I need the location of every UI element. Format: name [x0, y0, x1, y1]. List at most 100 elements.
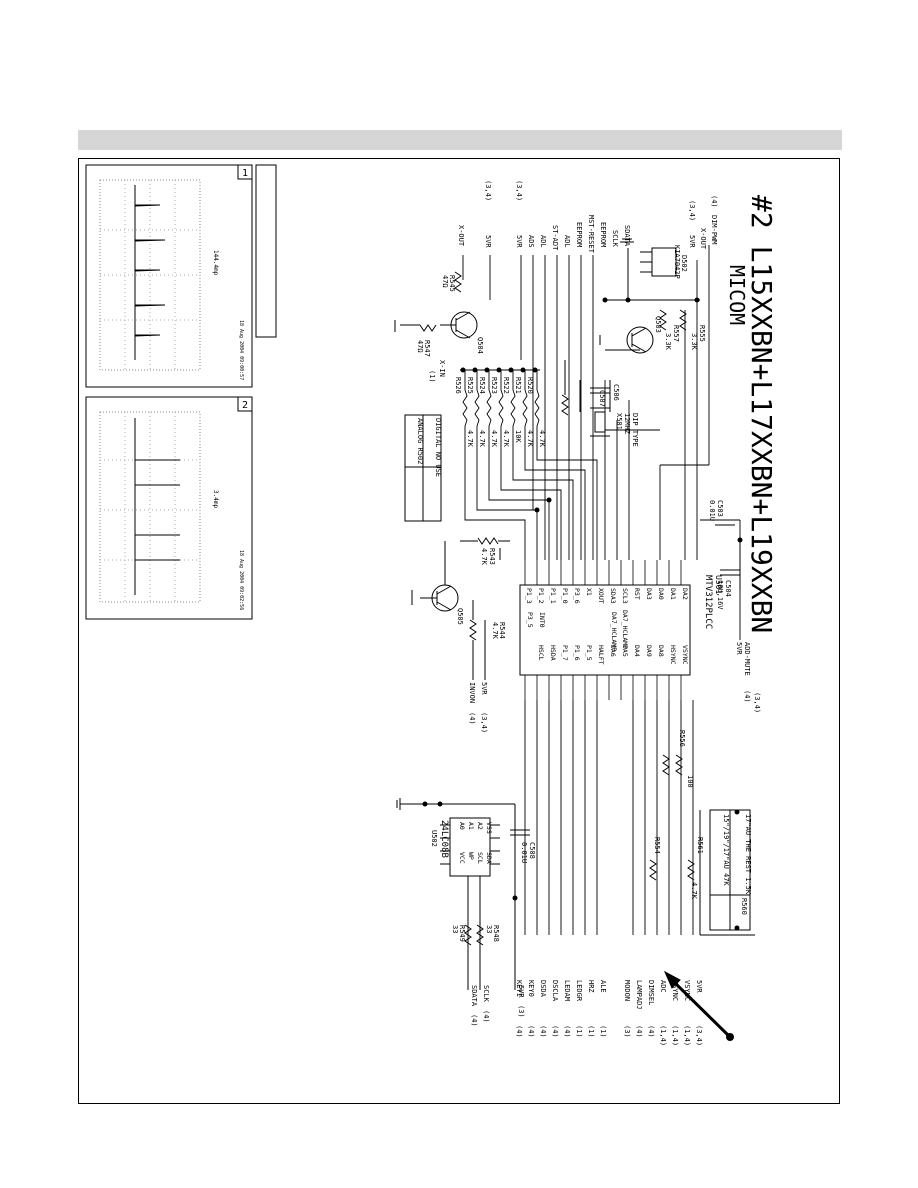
right-signal-6: MODON: [623, 980, 631, 1001]
mcu-pin-r5: DA5: [621, 645, 629, 657]
scope1-footer: 18 Aug 2004 09:00:57: [238, 320, 244, 380]
comp-c504-val: 10U,16V: [716, 580, 724, 610]
comp-q505: Q505: [456, 608, 464, 625]
comp-r549: R549: [458, 925, 466, 942]
res-array-3: R523: [490, 377, 498, 394]
scope1-badge: 1: [242, 168, 248, 179]
bottom-signal-6: ADD-MUTE: [743, 642, 751, 676]
right-signal-5-ref: (4): [635, 1025, 643, 1038]
q503-transistor: [626, 326, 654, 354]
mcu-pin-l1: DA1: [669, 588, 677, 600]
scope2-footer: 18 Aug 2004 09:02:56: [238, 550, 244, 610]
mcu-pin-r2: DA8: [657, 645, 665, 657]
crystal-type: DIP TYPE: [631, 413, 639, 447]
bottom-signal-3-ref: (1): [428, 370, 436, 383]
mcu-pin-r7: HALFT: [597, 645, 605, 665]
left-signal-8: MST-RESET: [587, 215, 595, 254]
mcu-part: MTV312PLCC: [703, 575, 713, 629]
comp-c508-val: 0.01U: [520, 842, 528, 863]
q504-transistor: [440, 311, 478, 339]
mcu-u501-body: [519, 584, 691, 676]
right-signal-3-ref: (1,4): [659, 1025, 667, 1046]
right-signal-6-ref: (3): [623, 1025, 631, 1038]
right-signal-7: ALE: [599, 980, 607, 993]
top-signal-0-ref: (4): [710, 195, 718, 208]
digital-table-row1: ANALOG R502: [416, 418, 424, 464]
res-array-3-val: 4.7K: [502, 430, 510, 448]
res-array-2-val: 4.7K: [490, 430, 498, 448]
right-signal-14-ref: (4): [515, 1025, 523, 1038]
mcu-pin-l4: RST: [633, 588, 641, 600]
left-signal-11: SDATA: [623, 225, 631, 247]
eeprom-pin-l1: A1: [467, 822, 475, 830]
mcu-pin-r8: P1_5: [585, 645, 593, 661]
right-signal-13: KEY0: [527, 980, 535, 997]
title-line1: #2 L15XXBN+L17XXBN+L19XXBN: [745, 195, 778, 633]
bottom-signal-4-ref: (4): [468, 712, 476, 725]
right-signal-2-ref: (1,4): [671, 1025, 679, 1046]
scope2-badge: 2: [242, 400, 248, 411]
option-table-row1: 15"/19"/17"AU 47K: [722, 814, 730, 886]
comp-r544: R544: [498, 622, 506, 639]
comp-c508: C508: [528, 842, 536, 859]
comp-r555-val: 3.3K: [690, 333, 698, 351]
mcu-pin-l7: XOUT: [597, 588, 605, 604]
mcu-pin-l10: P1_0: [561, 588, 569, 604]
top-signal-2-ref: (3,4): [688, 200, 696, 221]
comp-r545-val: 47Ω: [441, 275, 449, 288]
right-signal-12: DSDA: [539, 980, 547, 998]
res-array-2: R524: [478, 377, 486, 394]
left-signal-0: X-OUT: [457, 225, 465, 247]
eeprom-pin-r3: SDA: [485, 852, 493, 864]
right-signal-8: HRZ: [587, 980, 595, 993]
right-signal-4: DIMSEL: [647, 980, 655, 1005]
eeprom-pin-l0: A0: [458, 822, 466, 830]
ground-symbols: [396, 238, 634, 810]
res-array-0-val: 4.7K: [466, 430, 474, 448]
right-signal-0-ref: (3,4): [695, 1025, 703, 1046]
right-signal-13-ref: (4): [527, 1025, 535, 1038]
junction-dots: [422, 297, 743, 1041]
bottom-signal-7: 5VR: [735, 642, 743, 655]
mcu-pin-l6: SDA3: [609, 588, 617, 604]
right-signal-2: HSYNC: [671, 980, 679, 1001]
top-signal-1: X-OUT: [699, 228, 707, 250]
section-header-bar: [78, 130, 842, 150]
right-signal-14: KEY1: [515, 980, 523, 997]
res-array-4: R522: [502, 377, 510, 394]
option-table-title: R560: [740, 898, 748, 915]
left-signal-4: ADL: [539, 235, 547, 248]
eeprom-ref: U502: [430, 830, 438, 847]
crystal-value: 12MHZ: [623, 413, 631, 434]
right-signal-3: ADC: [659, 980, 667, 993]
crystal-x501: [579, 380, 611, 437]
right-signal-10: LEDAM: [563, 980, 571, 1001]
left-signal-1-ref: (3,4): [484, 180, 492, 201]
right-signal-5: LAMPADJ: [635, 980, 643, 1010]
res-array-5: R521: [514, 377, 522, 394]
right-signal-9: LEDGR: [575, 980, 583, 1002]
mcu-pin-r7b: DA7_HCLAMP: [621, 610, 629, 649]
mcu-pin-r4: DA4: [633, 645, 641, 657]
comp-r555: R555: [698, 325, 706, 342]
eeprom-pin-l2: A2: [476, 822, 484, 830]
comp-r547: R547: [423, 340, 431, 357]
mcu-pin-l11: P1_1: [549, 588, 557, 604]
mcu-pin-l0: DA2: [681, 588, 689, 600]
mcu-pin-l5: SCL3: [621, 588, 629, 604]
mcu-inner-2: INT0: [538, 612, 546, 628]
left-signal-2: 5VR: [515, 235, 523, 248]
bottom-signal-0-ref: (4): [482, 1010, 490, 1023]
left-signal-10: SCLK: [611, 230, 619, 248]
right-signal-1: VSYNC: [683, 980, 691, 1001]
left-signal-7: EEPROM: [575, 222, 583, 247]
eeprom-pin-l3: VSS: [485, 822, 493, 834]
eeprom-pin-r0: VCC: [458, 852, 466, 864]
mcu-pin-r0: VSYNC: [681, 645, 689, 665]
right-signal-4-ref: (4): [647, 1025, 655, 1038]
option-table-row2: 17"AU THE REST 1.5K: [744, 814, 752, 895]
comp-d502-val: KIA7042P: [673, 245, 681, 279]
comp-r561-val: 4.7K: [690, 882, 698, 900]
res-array-4-val: 10K: [514, 430, 522, 443]
comp-r547-val: 47Ω: [416, 340, 424, 353]
